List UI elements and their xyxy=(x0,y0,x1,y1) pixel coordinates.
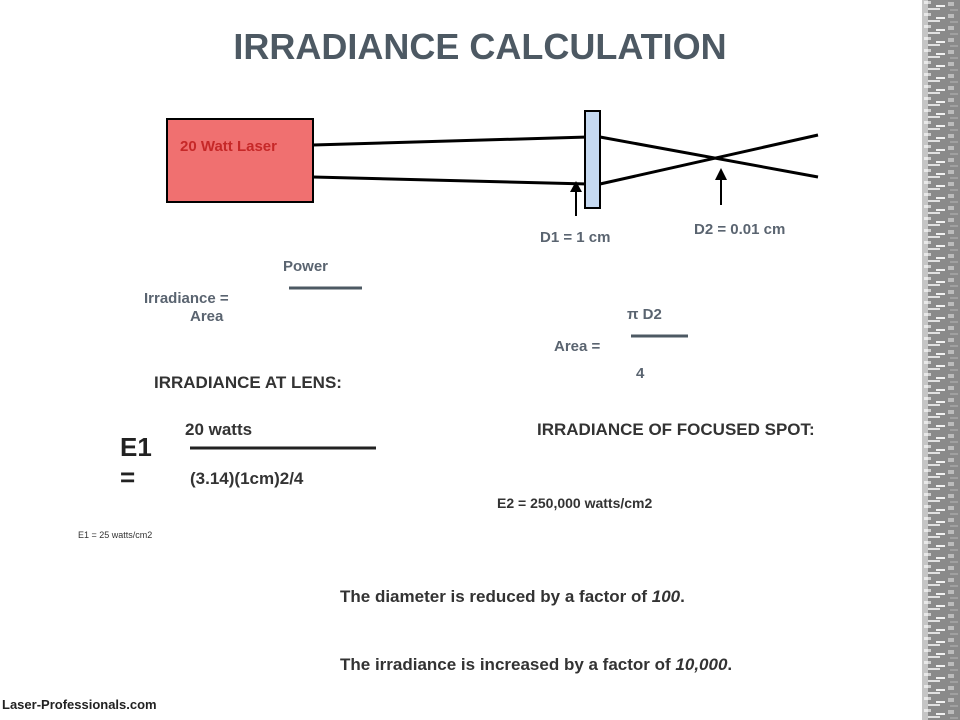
slide-title: IRRADIANCE CALCULATION xyxy=(233,26,727,67)
footer-source: Laser-Professionals.com xyxy=(2,697,157,712)
area-lhs: Area = xyxy=(554,338,601,355)
decorative-edge xyxy=(922,0,960,720)
area-denominator: 4 xyxy=(636,365,645,382)
lens-heading: IRRADIANCE AT LENS: xyxy=(154,373,342,392)
diameter-note: The diameter is reduced by a factor of 1… xyxy=(340,587,685,606)
d2-arrow xyxy=(715,168,727,205)
irradiance-factor: 10,000 xyxy=(675,655,728,674)
e1-denominator: (3.14)(1cm)2/4 xyxy=(190,469,304,488)
d2-label: D2 = 0.01 cm xyxy=(694,221,786,238)
e1-symbol: E1 xyxy=(120,432,152,462)
irradiance-lhs: Irradiance = xyxy=(144,290,229,307)
spot-heading: IRRADIANCE OF FOCUSED SPOT: xyxy=(537,420,815,439)
lens xyxy=(584,110,601,209)
focused-beam-2 xyxy=(599,133,819,186)
e1-result: E1 = 25 watts/cm2 xyxy=(78,530,153,540)
irradiance-note: The irradiance is increased by a factor … xyxy=(340,655,733,674)
irradiance-numerator: Power xyxy=(283,258,329,275)
area-numerator: π D2 xyxy=(627,306,662,323)
d1-arrow xyxy=(570,181,582,216)
irradiance-denominator: Area xyxy=(190,308,224,325)
beam-bottom xyxy=(312,175,589,186)
e1-numerator: 20 watts xyxy=(185,420,253,439)
focused-beam-1 xyxy=(599,135,819,179)
d1-label: D1 = 1 cm xyxy=(540,229,611,246)
e2-result: E2 = 250,000 watts/cm2 xyxy=(497,495,653,511)
diameter-factor: 100 xyxy=(651,587,681,606)
laser-box xyxy=(166,118,314,203)
e1-equals: = xyxy=(120,462,136,492)
laser-label: 20 Watt Laser xyxy=(180,138,277,155)
beam-top xyxy=(312,135,589,147)
